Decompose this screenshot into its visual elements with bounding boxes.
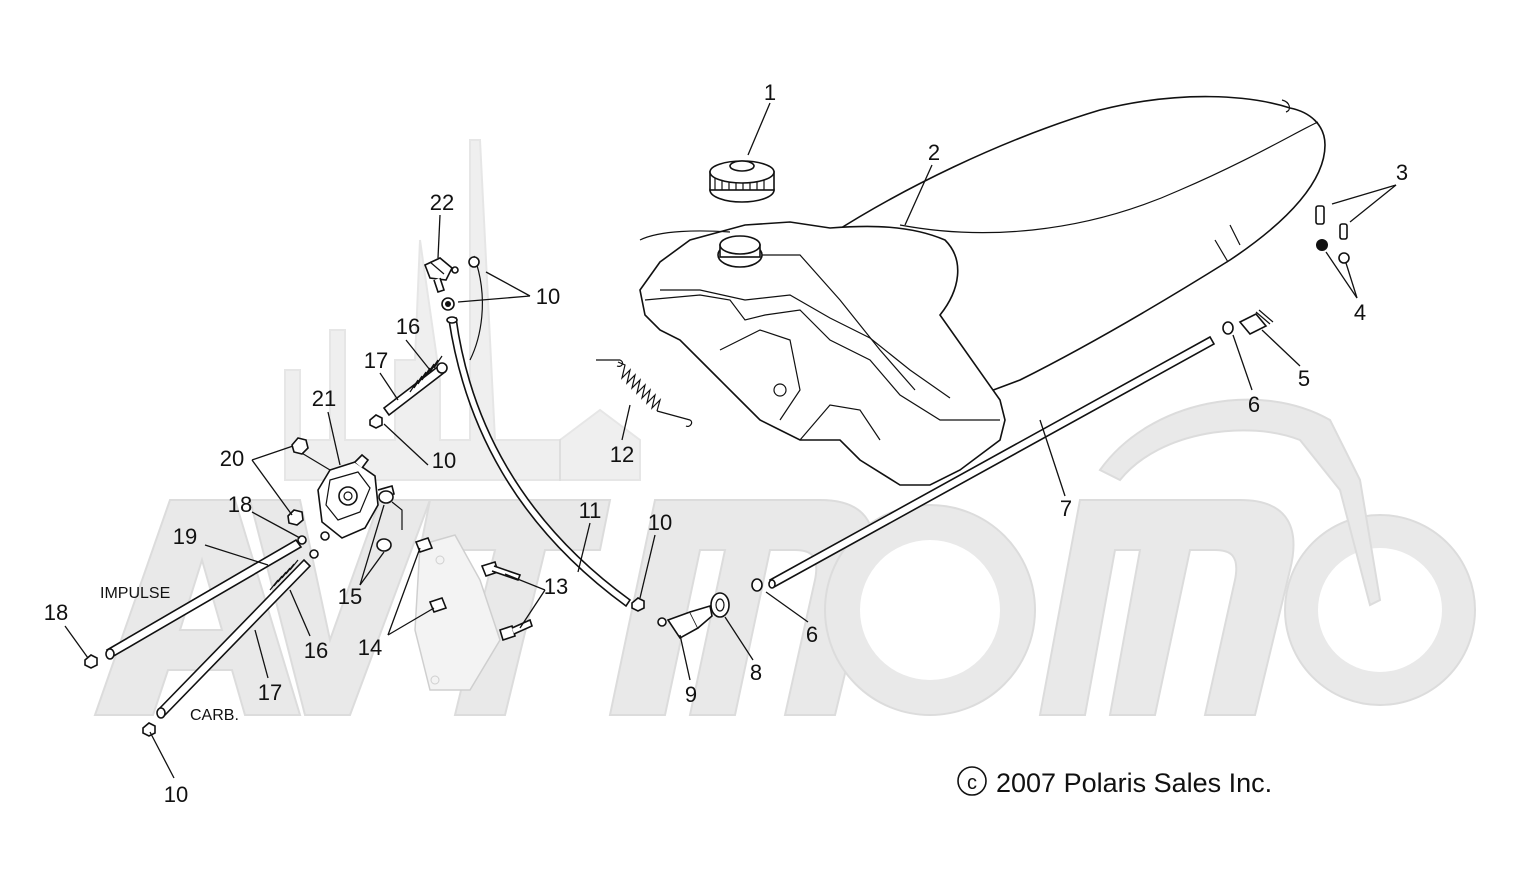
fuel-tank xyxy=(639,221,1006,486)
pin-3a xyxy=(1315,205,1325,225)
bracket-assembly xyxy=(376,490,533,691)
copyright-text: 2007 Polaris Sales Inc. xyxy=(996,768,1272,798)
grommet-8 xyxy=(710,592,730,618)
callout-1: 1 xyxy=(764,80,776,105)
callout-numbers: 1 2 3 4 5 6 6 7 8 9 10 10 10 10 11 12 13… xyxy=(44,80,1408,807)
vent-valve-5 xyxy=(1238,313,1268,335)
callout-16-lower: 16 xyxy=(304,638,328,663)
callout-15: 15 xyxy=(338,584,362,609)
callout-10-hose: 10 xyxy=(648,510,672,535)
grommet-4b xyxy=(1338,252,1350,264)
grommet-4a xyxy=(1316,239,1328,251)
copyright-circle xyxy=(957,766,987,796)
bolt-13b xyxy=(499,624,516,642)
spring-12 xyxy=(596,359,693,427)
callout-14: 14 xyxy=(358,635,382,660)
right-fittings xyxy=(657,205,1350,640)
pin-3b xyxy=(1339,223,1348,240)
clamp-6a xyxy=(1222,321,1234,335)
callout-22: 22 xyxy=(430,190,454,215)
fuel-pump-21 xyxy=(287,437,395,559)
callout-10-valve: 10 xyxy=(536,284,560,309)
fuel-valve-22 xyxy=(423,256,480,311)
leader-lines xyxy=(64,102,1397,779)
callout-5: 5 xyxy=(1298,366,1310,391)
carb-label: CARB. xyxy=(190,707,239,724)
callout-17-upper: 17 xyxy=(364,348,388,373)
callout-9: 9 xyxy=(685,682,697,707)
callout-11: 11 xyxy=(579,498,602,523)
seat xyxy=(828,95,1326,397)
callout-17-lower: 17 xyxy=(258,680,282,705)
fuel-cap xyxy=(709,160,775,203)
hose-7 xyxy=(768,335,1216,589)
callout-12: 12 xyxy=(610,442,634,467)
callout-16-upper: 16 xyxy=(396,314,420,339)
callout-21: 21 xyxy=(312,386,336,411)
callout-18-pump: 18 xyxy=(228,492,252,517)
callout-7: 7 xyxy=(1060,496,1072,521)
callout-3: 3 xyxy=(1396,160,1408,185)
callout-2: 2 xyxy=(928,140,940,165)
callout-6-right: 6 xyxy=(1248,392,1260,417)
washer-15a xyxy=(378,490,394,504)
callout-10-pump: 10 xyxy=(432,448,456,473)
impulse-label: IMPULSE xyxy=(100,585,170,602)
clamps-10 xyxy=(84,414,645,737)
callout-20: 20 xyxy=(220,446,244,471)
callout-6-left: 6 xyxy=(806,622,818,647)
hoses-upper xyxy=(382,255,632,608)
callout-13: 13 xyxy=(544,574,568,599)
callout-4: 4 xyxy=(1354,300,1366,325)
washer-15b xyxy=(376,538,392,552)
copyright: c 2007 Polaris Sales Inc. xyxy=(957,766,1272,798)
callout-10-carb: 10 xyxy=(164,782,188,807)
watermark xyxy=(93,139,1476,716)
callout-19: 19 xyxy=(173,524,197,549)
clamp-6b xyxy=(751,578,763,592)
copyright-symbol: c xyxy=(967,772,977,794)
callout-18-impulse: 18 xyxy=(44,600,68,625)
callout-8: 8 xyxy=(750,660,762,685)
hoses-lower xyxy=(105,538,312,719)
